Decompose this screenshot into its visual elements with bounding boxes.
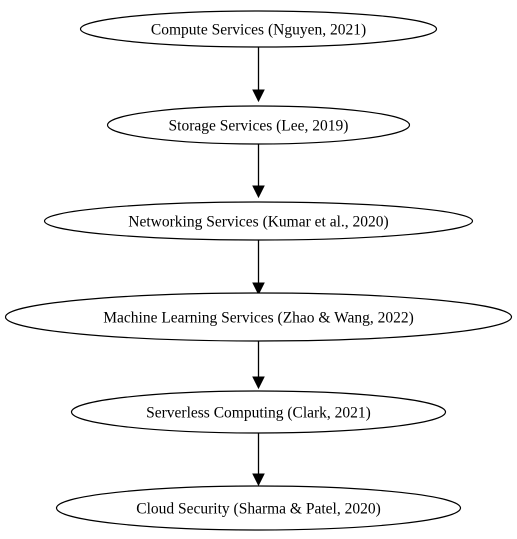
arrowhead-icon <box>252 185 265 199</box>
node-label: Serverless Computing (Clark, 2021) <box>146 405 371 422</box>
node-networking-services: Networking Services (Kumar et al., 2020) <box>43 201 474 241</box>
node-cloud-security: Cloud Security (Sharma & Patel, 2020) <box>55 485 462 531</box>
arrowhead-icon <box>252 89 265 103</box>
node-compute-services: Compute Services (Nguyen, 2021) <box>79 10 438 48</box>
node-label: Storage Services (Lee, 2019) <box>169 118 349 135</box>
arrowhead-icon <box>252 282 265 296</box>
node-label: Compute Services (Nguyen, 2021) <box>151 22 366 39</box>
edge-networking-to-ml <box>252 240 265 296</box>
node-serverless-computing: Serverless Computing (Clark, 2021) <box>70 390 447 434</box>
node-label: Machine Learning Services (Zhao & Wang, … <box>103 310 414 327</box>
arrowhead-icon <box>252 473 265 487</box>
node-label: Cloud Security (Sharma & Patel, 2020) <box>136 501 381 518</box>
node-storage-services: Storage Services (Lee, 2019) <box>106 105 411 145</box>
edge-serverless-to-security <box>252 433 265 487</box>
edge-ml-to-serverless <box>252 341 265 390</box>
node-label: Networking Services (Kumar et al., 2020) <box>128 214 388 231</box>
arrowhead-icon <box>252 376 265 390</box>
edge-compute-to-storage <box>252 47 265 103</box>
edge-storage-to-networking <box>252 144 265 199</box>
node-machine-learning-services: Machine Learning Services (Zhao & Wang, … <box>4 292 513 342</box>
